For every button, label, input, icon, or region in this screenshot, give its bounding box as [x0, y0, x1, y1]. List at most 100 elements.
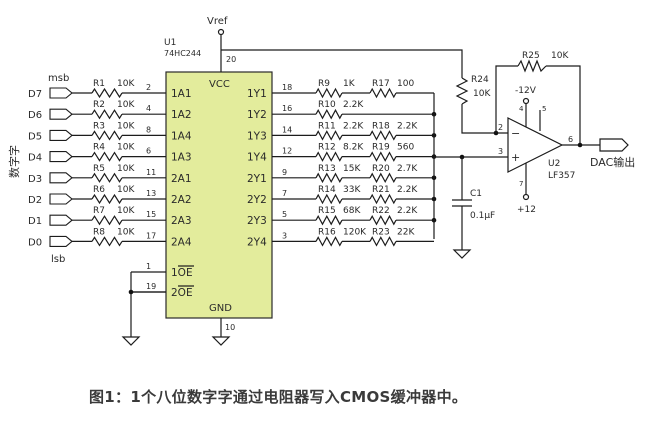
- input-resistor-ref: R6: [93, 185, 105, 195]
- output-port-label: 2Y1: [247, 173, 267, 185]
- output-pin-number: 5: [282, 210, 287, 219]
- enable-port-label: 1OE: [171, 267, 193, 279]
- c1-ref: C1: [470, 189, 482, 199]
- input-connector: [49, 129, 73, 141]
- input-resistor: [91, 193, 123, 205]
- output-resistor: [315, 172, 343, 184]
- opamp-minus: −: [511, 127, 520, 140]
- r24-resistor: [455, 77, 469, 105]
- gnd-symbol-cap: [452, 249, 472, 259]
- output-resistor-value: 8.2K: [343, 143, 364, 153]
- input-resistor-ref: R4: [93, 143, 105, 153]
- figure-caption: 图1：1个八位数字字通过电阻器写入CMOS缓冲器中。: [89, 388, 468, 406]
- output-resistor-ref: R18: [372, 121, 390, 131]
- r24-value: 10K: [473, 89, 491, 99]
- input-resistor-ref: R1: [93, 79, 105, 89]
- opamp-ref: U2: [548, 159, 560, 169]
- gnd-symbol-u1: [211, 336, 231, 346]
- dac-output-connector: [599, 138, 629, 152]
- opamp-vpos-pin: 7: [519, 180, 523, 188]
- vpos-label: +12: [517, 205, 536, 215]
- vref-wire: [220, 35, 463, 78]
- output-resistor-value: 100: [397, 79, 414, 89]
- input-resistor-ref: R2: [93, 100, 105, 110]
- input-pin-number: 17: [146, 231, 156, 240]
- input-resistor: [91, 151, 123, 162]
- output-resistor-value: 2.2K: [397, 121, 418, 131]
- enable-port-label: 2OE: [171, 287, 193, 299]
- r25-value: 10K: [551, 51, 569, 61]
- input-resistor-ref: R7: [93, 206, 105, 216]
- input-resistor-value: 10K: [117, 164, 135, 174]
- output-resistor: [369, 236, 397, 247]
- c1-value: 0.1μF: [470, 211, 495, 221]
- output-pin-number: 9: [282, 168, 287, 177]
- enable-junction: [128, 289, 134, 295]
- input-resistor: [91, 109, 123, 120]
- input-resistor-value: 10K: [117, 143, 135, 153]
- input-port-label: 2A1: [171, 173, 192, 185]
- input-net-label: D6: [28, 110, 42, 121]
- output-resistor-ref: R19: [372, 143, 390, 153]
- input-net-label: D4: [28, 153, 42, 164]
- input-port-label: 1A1: [171, 88, 192, 100]
- output-pin-number: 12: [282, 147, 292, 156]
- output-pin-number: 16: [282, 104, 292, 113]
- output-resistor-value: 33K: [343, 185, 361, 195]
- input-pin-number: 6: [146, 147, 151, 156]
- output-resistor-value: 22K: [397, 227, 415, 237]
- input-connector: [49, 235, 73, 247]
- output-resistor-ref: R23: [372, 227, 390, 237]
- input-resistor-value: 10K: [117, 185, 135, 195]
- opamp-pin5: 5: [542, 105, 546, 113]
- output-resistor-ref: R13: [318, 164, 336, 174]
- output-resistor-value: 560: [397, 143, 414, 153]
- opamp-part: LF357: [548, 171, 575, 181]
- enable-ground-wire: [130, 272, 166, 337]
- enable-pin-number: 19: [146, 282, 156, 291]
- input-port-label: 2A2: [171, 194, 192, 206]
- capacitor-c1: [452, 199, 472, 207]
- output-resistor-ref: R22: [372, 206, 390, 216]
- input-connector: [49, 193, 73, 205]
- input-connector: [49, 214, 73, 226]
- output-resistor: [315, 151, 343, 162]
- output-pin-number: 18: [282, 83, 292, 92]
- output-resistor-ref: R16: [318, 227, 336, 237]
- input-port-label: 1A4: [171, 130, 192, 142]
- output-resistor: [315, 87, 343, 99]
- output-resistor: [315, 236, 343, 247]
- output-resistor: [315, 193, 343, 205]
- output-resistor: [369, 151, 397, 162]
- output-pin-number: 14: [282, 125, 292, 134]
- output-resistor-ref: R9: [318, 79, 330, 89]
- r25-feedback-wire: [495, 65, 581, 143]
- output-port-label: 1Y3: [247, 130, 267, 142]
- vpos-terminal: [522, 193, 530, 201]
- output-resistor: [315, 130, 343, 141]
- output-resistor-ref: R15: [318, 206, 336, 216]
- input-pin-number: 2: [146, 83, 151, 92]
- output-resistor-ref: R14: [318, 185, 336, 195]
- output-port-label: 1Y2: [247, 109, 267, 121]
- opamp-u2-body: [507, 117, 564, 173]
- input-pin-number: 8: [146, 125, 151, 134]
- input-resistor-ref: R3: [93, 121, 105, 131]
- msb-label: msb: [48, 73, 69, 84]
- output-port-label: 2Y3: [247, 215, 267, 227]
- input-resistor-value: 10K: [117, 206, 135, 216]
- input-net-label: D1: [28, 216, 42, 227]
- input-resistor-value: 10K: [117, 227, 135, 237]
- output-resistor: [315, 108, 343, 120]
- input-net-label: D7: [28, 89, 42, 100]
- input-resistor-value: 10K: [117, 79, 135, 89]
- input-port-label: 1A2: [171, 109, 192, 121]
- output-resistor-value: 2.2K: [397, 206, 418, 216]
- lsb-label: lsb: [51, 254, 65, 265]
- bus-label: 数字字: [7, 145, 21, 178]
- opamp-inv-pin: 2: [498, 123, 503, 132]
- input-resistor: [91, 215, 123, 226]
